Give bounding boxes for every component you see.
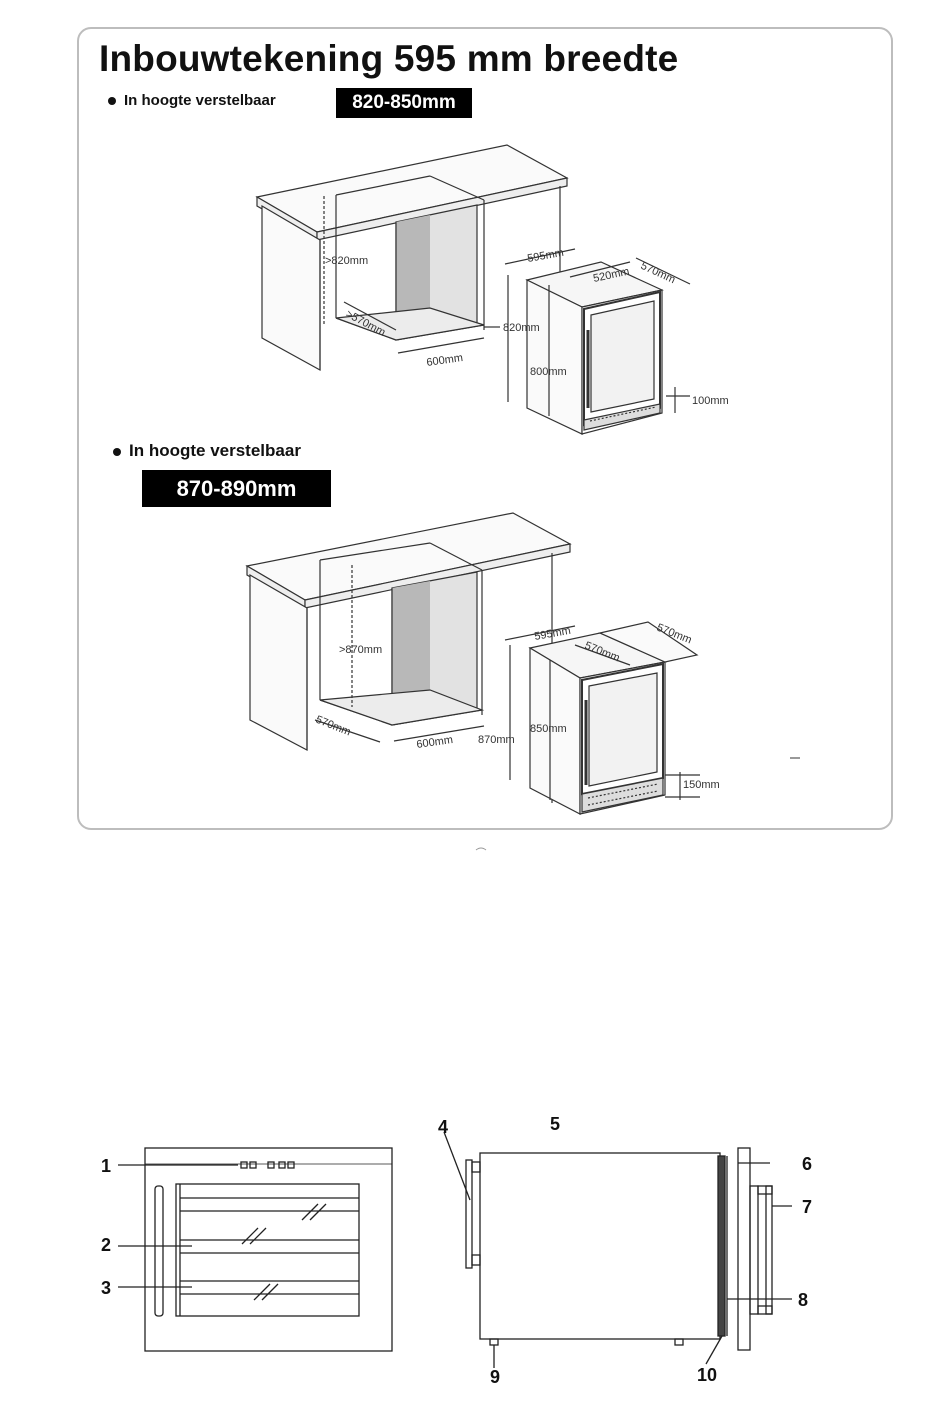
dim-opening-depth-2: 570mm: [314, 714, 353, 739]
dim-opening-width-1: 600mm: [426, 352, 464, 369]
part-number-4: 4: [438, 1117, 448, 1137]
dim-opening-height-2: >870mm: [339, 644, 382, 656]
part-number-5: 5: [550, 1114, 560, 1134]
dim-height-body-2: 850mm: [530, 723, 567, 735]
part-number-3: 3: [101, 1278, 111, 1298]
cabinet-drawing-2: [247, 513, 570, 803]
cabinet-drawing-1: [257, 145, 567, 422]
dim-unit-width-1: 595mm: [526, 247, 564, 265]
part-number-7: 7: [802, 1197, 812, 1217]
part-number-8: 8: [798, 1290, 808, 1310]
dim-height-body-1: 800mm: [530, 366, 567, 378]
part-number-9: 9: [490, 1367, 500, 1387]
dim-height-total-2: 870mm: [478, 734, 515, 746]
dim-opening-height-1: >820mm: [325, 255, 368, 267]
part-number-6: 6: [802, 1154, 812, 1174]
part-number-1: 1: [101, 1156, 111, 1176]
part-number-10: 10: [697, 1365, 717, 1385]
side-view-drawing: [444, 1132, 792, 1368]
dim-plinth-1: 100mm: [692, 395, 729, 407]
dim-plinth-2: 150mm: [683, 779, 720, 791]
dim-height-total-1: 820mm: [503, 322, 540, 334]
front-view-drawing: [118, 1148, 392, 1351]
part-number-2: 2: [101, 1235, 111, 1255]
